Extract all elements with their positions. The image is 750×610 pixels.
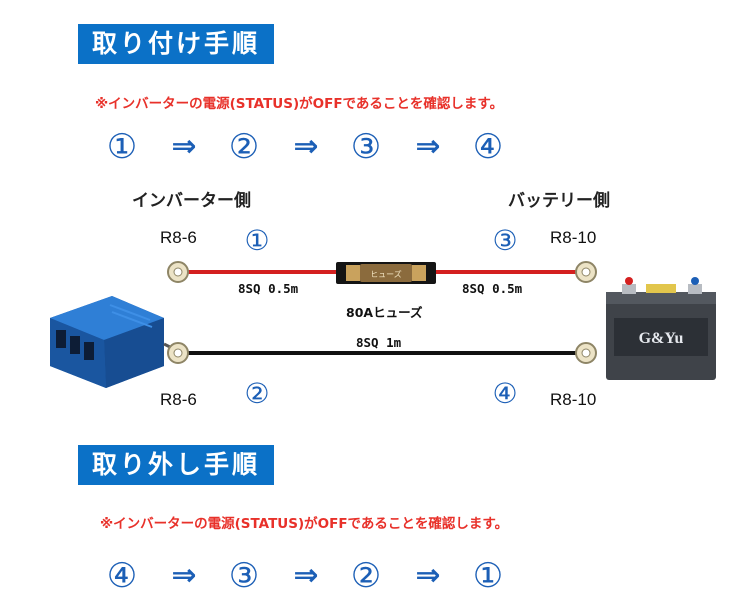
install-step-1: ① — [106, 127, 138, 167]
install-step-2: ② — [228, 127, 260, 167]
inverter-device — [50, 296, 173, 388]
ring-terminal-bottom-left — [167, 342, 189, 364]
inverter-side-label: インバーター側 — [132, 191, 251, 211]
fuse-body-text: ヒューズ — [370, 269, 402, 279]
marker-bottom-right: ④ — [492, 377, 518, 410]
fuse — [336, 262, 436, 284]
removal-title: 取り外し手順 — [78, 445, 275, 485]
cable-label-black: 8SQ 1m — [356, 335, 402, 350]
removal-arrow-3: ⇒ — [415, 558, 441, 593]
terminal-label-top-left: R8-6 — [160, 228, 197, 247]
marker-top-left: ① — [244, 224, 270, 257]
battery-side-label: バッテリー側 — [508, 191, 610, 211]
marker-top-right: ③ — [492, 224, 518, 257]
install-arrow-2: ⇒ — [293, 129, 319, 164]
removal-step-4: ① — [472, 556, 504, 596]
ring-terminal-bottom-right — [575, 342, 597, 364]
ring-terminal-top-right — [575, 261, 597, 283]
removal-arrow-2: ⇒ — [293, 558, 319, 593]
removal-step-2: ③ — [228, 556, 260, 596]
marker-bottom-left: ② — [244, 377, 270, 410]
install-sequence: ① ⇒ ② ⇒ ③ ⇒ ④ — [100, 127, 520, 167]
terminal-label-bottom-left: R8-6 — [160, 390, 197, 409]
install-arrow-1: ⇒ — [171, 129, 197, 164]
install-arrow-3: ⇒ — [415, 129, 441, 164]
terminal-label-bottom-right: R8-10 — [550, 390, 597, 409]
ring-terminal-top-left — [167, 261, 189, 283]
removal-step-1: ④ — [106, 556, 138, 596]
removal-warning: ※インバーターの電源(STATUS)がOFFであることを確認します。 — [100, 516, 509, 532]
removal-step-3: ② — [350, 556, 382, 596]
fuse-label: 80Aヒューズ — [346, 305, 423, 320]
battery-brand-logo: G&Yu — [639, 330, 684, 347]
install-step-4: ④ — [472, 127, 504, 167]
battery-device — [606, 277, 716, 380]
terminal-label-top-right: R8-10 — [550, 228, 597, 247]
install-title: 取り付け手順 — [78, 24, 275, 64]
install-warning: ※インバーターの電源(STATUS)がOFFであることを確認します。 — [95, 96, 504, 112]
removal-sequence: ④ ⇒ ③ ⇒ ② ⇒ ① — [100, 556, 520, 596]
cable-label-red-left: 8SQ 0.5m — [238, 281, 299, 296]
cable-label-red-right: 8SQ 0.5m — [462, 281, 523, 296]
removal-arrow-1: ⇒ — [171, 558, 197, 593]
install-step-3: ③ — [350, 127, 382, 167]
